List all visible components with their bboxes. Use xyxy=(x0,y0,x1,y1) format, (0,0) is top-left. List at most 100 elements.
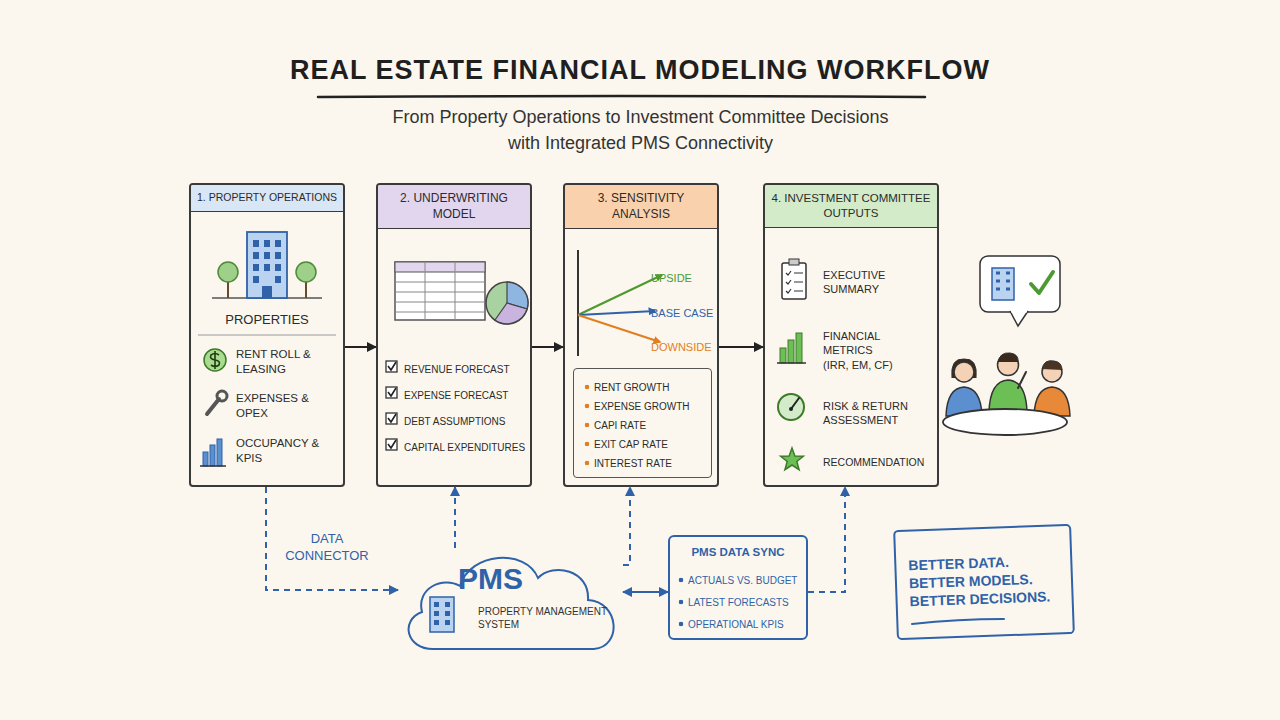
committee-illustration xyxy=(943,256,1070,435)
box-text: REVENUE FORECAST xyxy=(404,363,530,376)
committee-illustration xyxy=(1042,361,1062,370)
cloud-building-icon xyxy=(445,602,450,607)
committee-illustration xyxy=(989,380,1027,412)
cloud-building-icon xyxy=(430,597,454,632)
scenario-chart xyxy=(578,275,662,315)
box-text: PMS xyxy=(453,559,528,598)
scenario-chart xyxy=(578,250,662,356)
building-icon xyxy=(253,252,259,259)
committee-illustration xyxy=(1034,387,1070,416)
diagram-title: REAL ESTATE FINANCIAL MODELING WORKFLOW xyxy=(0,55,1280,86)
cloud-building-icon xyxy=(430,597,454,632)
cloud-building-icon xyxy=(434,620,439,625)
spreadsheet-icon xyxy=(395,262,485,272)
sync-box: PMS DATA SYNC ACTUALS VS. BUDGET LATEST FO… xyxy=(668,535,808,640)
bullet-item: ACTUALS VS. BUDGET xyxy=(678,574,806,587)
box-text: OCCUPANCY & KPIS xyxy=(236,436,341,466)
box-text: BETTER DATA. BETTER MODELS. BETTER DECIS… xyxy=(908,551,1068,611)
cloud-building-icon xyxy=(445,620,450,625)
slogan-box: BETTER DATA. BETTER MODELS. BETTER DECIS… xyxy=(893,524,1075,640)
data-flow-connector xyxy=(623,487,630,565)
committee-illustration xyxy=(998,353,1018,362)
committee-illustration xyxy=(1010,311,1028,326)
building-icon xyxy=(264,240,270,247)
pie-chart-icon xyxy=(495,303,527,324)
scenario-chart xyxy=(578,311,655,315)
building-icon xyxy=(275,252,281,259)
box-heading: 4. INVESTMENT COMMITTEE OUTPUTS xyxy=(765,185,937,228)
process-box: 4. INVESTMENT COMMITTEE OUTPUTSEXECUTIVE… xyxy=(763,183,939,487)
cloud-outline xyxy=(409,558,614,649)
checkbox-icon xyxy=(386,361,397,450)
box-text: EXPENSE FORECAST xyxy=(404,389,530,402)
wrench-icon xyxy=(207,399,219,414)
bullet-item: CAPI RATE xyxy=(584,419,709,432)
checkbox-icon xyxy=(388,362,396,370)
spreadsheet-icon xyxy=(395,262,485,320)
flow-arrow xyxy=(532,346,563,348)
cloud-building-icon xyxy=(445,611,450,616)
box-text: DOWNSIDE xyxy=(651,340,719,354)
building-icon xyxy=(212,232,322,298)
money-icon xyxy=(204,349,226,371)
box-text: PMS DATA SYNC xyxy=(670,545,806,560)
building-icon xyxy=(212,297,322,299)
scenario-chart xyxy=(578,315,660,342)
process-box: 3. SENSITIVITY ANALYSISUPSIDEBASE CASEDO… xyxy=(563,183,719,487)
checkbox-icon xyxy=(386,387,397,398)
metrics-bars-icon xyxy=(777,362,806,364)
checkbox-icon xyxy=(386,361,397,372)
gauge-icon xyxy=(778,394,804,420)
building-icon xyxy=(264,252,270,259)
box-text: RISK & RETURN ASSESSMENT xyxy=(823,399,913,428)
box-text: UPSIDE xyxy=(651,271,719,285)
flow-arrow xyxy=(623,591,668,593)
box-text: CAPITAL EXPENDITURES xyxy=(404,441,530,454)
bullet-item: LATEST FORECASTS xyxy=(678,596,806,609)
box-heading: 3. SENSITIVITY ANALYSIS xyxy=(565,185,717,229)
committee-illustration xyxy=(998,355,1019,376)
committee-illustration xyxy=(952,359,977,378)
metrics-bars-icon xyxy=(777,333,806,363)
building-icon xyxy=(264,264,270,271)
slogan-underline xyxy=(912,619,1004,624)
box-text: RECOMMENDATION xyxy=(823,456,935,470)
data-flow-connector xyxy=(266,487,398,590)
checkbox-icon xyxy=(386,439,397,450)
box-text: EXPENSES & OPEX xyxy=(236,391,341,421)
system-cloud: PMS PROPERTY MANAGEMENT SYSTEM xyxy=(398,548,623,653)
box-heading: 1. PROPERTY OPERATIONS xyxy=(191,185,343,212)
building-icon xyxy=(305,280,307,298)
box-text: RENT ROLL & LEASING xyxy=(236,347,341,377)
title-underline xyxy=(318,96,925,97)
data-flow-connector xyxy=(454,487,456,548)
committee-illustration xyxy=(943,409,1067,435)
bar-chart-icon xyxy=(217,439,222,466)
checkbox-icon xyxy=(386,413,397,424)
data-flow-connector xyxy=(808,487,845,592)
building-icon xyxy=(253,240,259,247)
clipboard-icon xyxy=(782,259,806,299)
committee-illustration xyxy=(1042,362,1062,382)
star-icon xyxy=(781,448,804,470)
box-heading: 2. UNDERWRITING MODEL xyxy=(378,185,530,229)
committee-illustration xyxy=(980,256,1060,312)
box-text: PROPERTY MANAGEMENT SYSTEM xyxy=(478,605,618,631)
cloud-building-icon xyxy=(434,602,439,607)
process-box: 1. PROPERTY OPERATIONSPROPERTIESRENT ROL… xyxy=(189,183,345,487)
scenario-chart xyxy=(577,250,579,356)
committee-illustration xyxy=(1011,311,1027,313)
committee-illustration xyxy=(946,387,982,416)
pie-chart-icon xyxy=(507,282,528,309)
clipboard-icon xyxy=(786,271,803,293)
building-icon xyxy=(253,264,259,271)
divider-line xyxy=(198,335,336,336)
bullet-item: INTEREST RATE xyxy=(584,457,709,470)
gauge-icon xyxy=(791,398,799,409)
bar-chart-icon xyxy=(210,445,215,466)
title-underline xyxy=(318,96,925,97)
flow-arrow xyxy=(345,346,376,348)
clipboard-icon xyxy=(789,259,799,265)
committee-illustration xyxy=(992,268,1014,300)
checkbox-icon xyxy=(388,414,396,422)
